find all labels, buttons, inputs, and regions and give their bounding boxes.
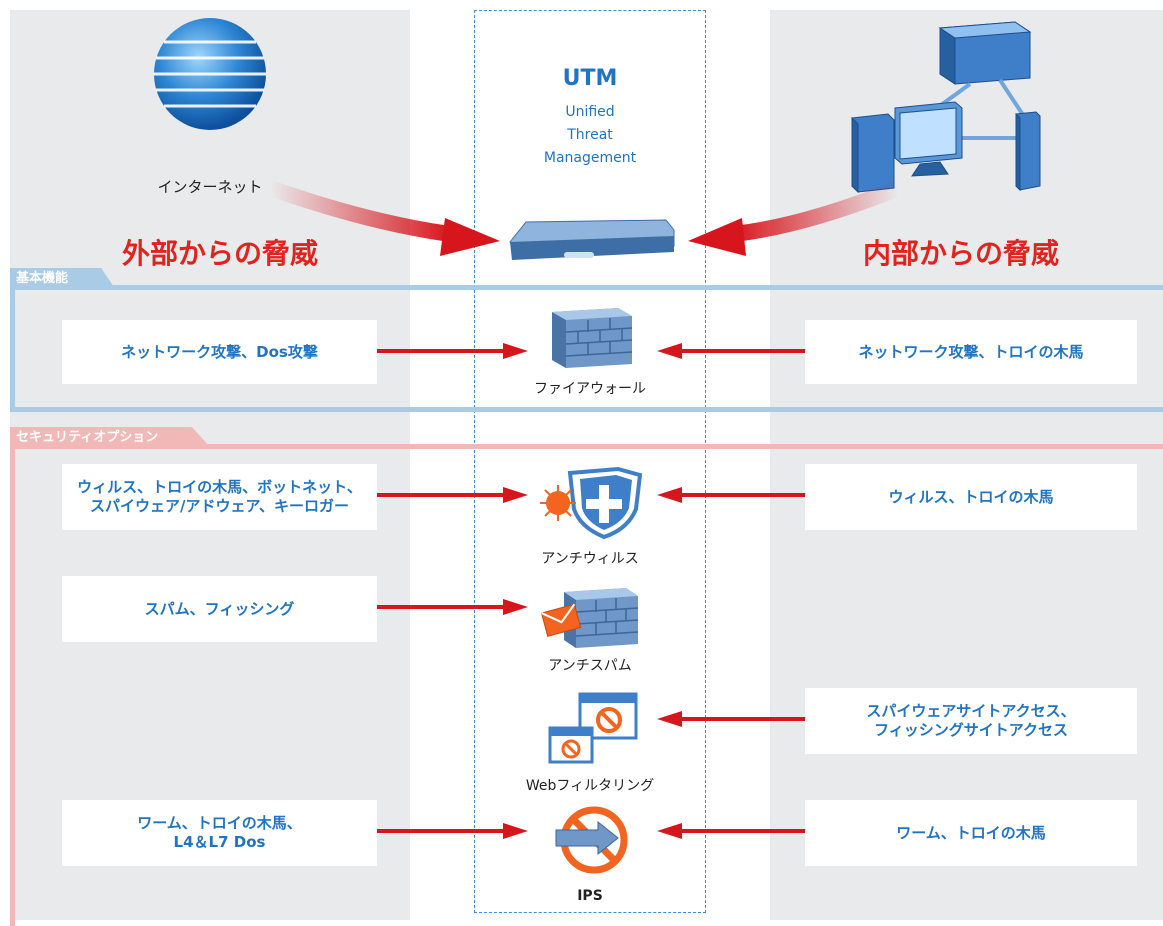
external-threat-title: 外部からの脅威: [122, 237, 319, 270]
web-filter-icon: [548, 692, 638, 764]
basic-section-tab: 基本機能: [10, 268, 116, 290]
utm-subtitle-2: Threat: [567, 127, 613, 143]
internal-threat-title: 内部からの脅威: [863, 237, 1060, 270]
option-section-tab: セキュリティオプション: [10, 427, 212, 449]
ips-left-threats: ワーム、トロイの木馬、 L4＆L7 Dos: [62, 800, 377, 866]
firewall-right-threats: ネットワーク攻撃、トロイの木馬: [805, 320, 1137, 384]
utm-title: UTM: [562, 66, 618, 91]
antivirus-right-threats: ウィルス、トロイの木馬: [805, 464, 1137, 530]
internal-network-icon: [851, 21, 1041, 193]
utm-subtitle-1: Unified: [565, 104, 615, 120]
option-section-frame: [10, 444, 1163, 926]
firewall-label: ファイアウォール: [534, 381, 646, 397]
internal-threat-arrow: [688, 180, 902, 256]
basic-section-frame: [10, 285, 1163, 412]
utm-center-box: [474, 10, 706, 913]
webfilter-label: Webフィルタリング: [525, 778, 655, 794]
antivirus-label: アンチウィルス: [541, 551, 639, 567]
ips-icon: [555, 806, 628, 874]
antivirus-shield-icon: [540, 466, 643, 540]
firewall-left-threats: ネットワーク攻撃、Dos攻撃: [62, 320, 377, 384]
globe-icon: [154, 18, 266, 130]
utm-appliance-icon: [509, 219, 675, 260]
internet-label: インターネット: [157, 178, 263, 196]
ips-label: IPS: [577, 888, 603, 904]
firewall-icon: [552, 308, 633, 368]
antispam-left-threats: スパム、フィッシング: [62, 576, 377, 642]
ips-right-threats: ワーム、トロイの木馬: [805, 800, 1137, 866]
utm-subtitle-3: Management: [543, 150, 637, 166]
antivirus-left-threats: ウィルス、トロイの木馬、ボットネット、 スパイウェア/アドウェア、キーロガー: [62, 464, 377, 530]
antispam-label: アンチスパム: [548, 658, 632, 674]
external-threat-arrow: [267, 180, 500, 256]
antispam-icon: [540, 588, 639, 648]
webfilter-right-threats: スパイウェアサイトアクセス、 フィッシングサイトアクセス: [805, 688, 1137, 754]
